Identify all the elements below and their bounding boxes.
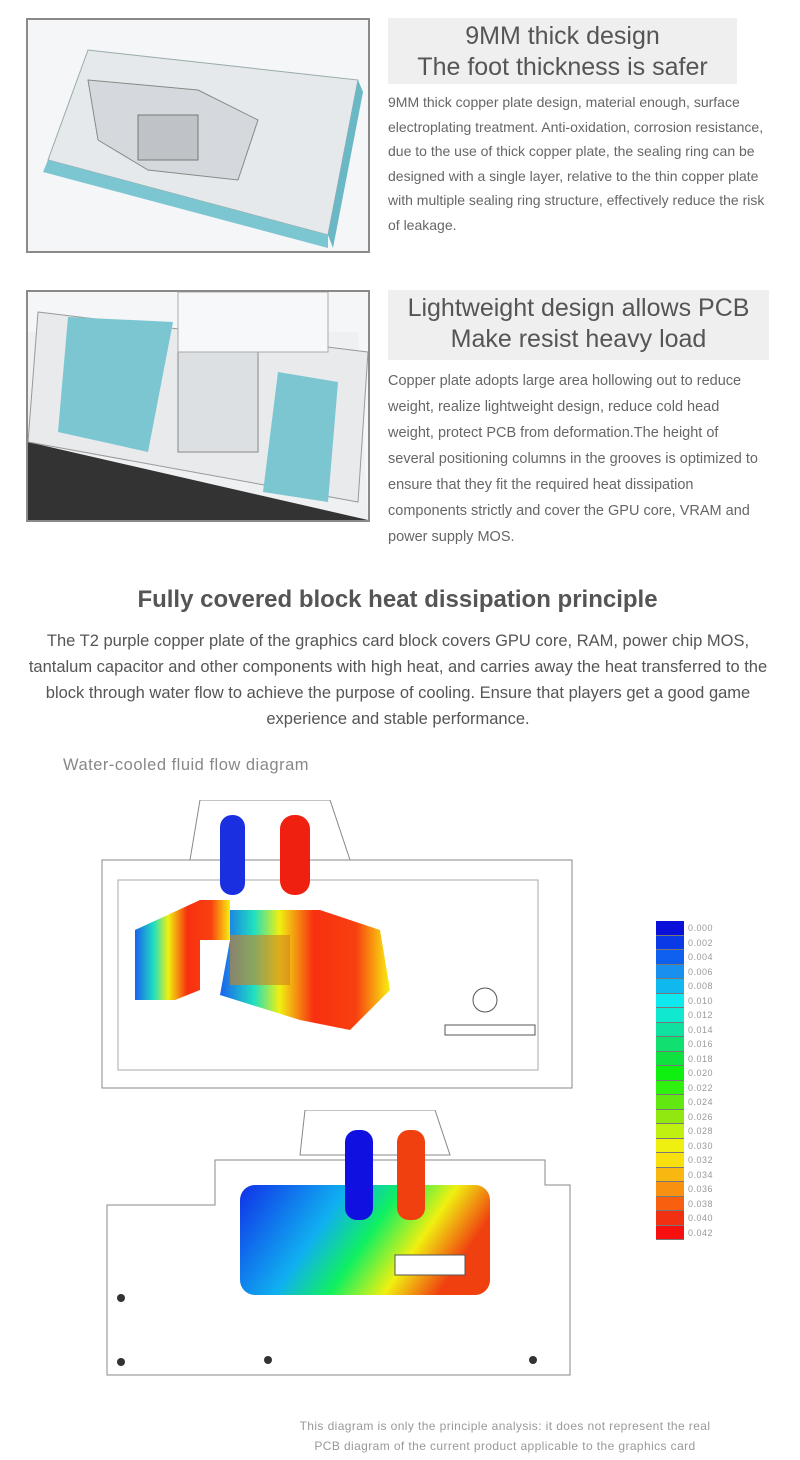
flow-diagram-top <box>101 800 573 1089</box>
legend-label: 0.024 <box>688 1097 714 1108</box>
legend-label: 0.034 <box>688 1169 714 1180</box>
legend-entry: 0.040 <box>656 1211 713 1226</box>
legend-entry: 0.028 <box>656 1124 713 1139</box>
legend-entry: 0.012 <box>656 1008 713 1023</box>
legend-entry: 0.000 <box>656 921 713 936</box>
legend-label: 0.022 <box>688 1082 714 1093</box>
legend-label: 0.014 <box>688 1024 714 1035</box>
legend-label: 0.032 <box>688 1155 714 1166</box>
section1-title-line2: The foot thickness is safer <box>417 53 708 81</box>
legend-entry: 0.022 <box>656 1080 714 1095</box>
section1-title-line1: 9MM thick design <box>465 22 660 50</box>
disclaimer-line1: This diagram is only the principle analy… <box>299 1419 711 1433</box>
legend-swatch <box>656 1211 684 1226</box>
legend-swatch <box>656 1138 684 1153</box>
legend-swatch <box>656 1225 684 1240</box>
section2-title-line1: Lightweight design allows PCB <box>407 294 750 322</box>
legend-swatch <box>656 1182 684 1197</box>
legend-label: 0.016 <box>688 1039 714 1050</box>
legend-label: 0.038 <box>688 1198 714 1209</box>
legend-entry: 0.024 <box>656 1095 713 1110</box>
legend-entry: 0.026 <box>656 1109 714 1124</box>
legend-entry: 0.034 <box>656 1167 714 1182</box>
legend-swatch <box>656 1008 684 1023</box>
principle-heading: Fully covered block heat dissipation pri… <box>137 586 658 613</box>
legend-label: 0.010 <box>688 995 714 1006</box>
legend-label: 0.040 <box>688 1213 714 1224</box>
legend-entry: 0.018 <box>656 1051 714 1066</box>
legend-swatch <box>656 1124 684 1139</box>
copper-plate-photo <box>26 18 370 253</box>
legend-label: 0.008 <box>688 981 714 992</box>
velocity-color-legend: 0.000 0.002 0.004 0.006 0.008 0.010 0.012 0.014… <box>656 921 713 1240</box>
legend-swatch <box>656 950 684 965</box>
diagram-disclaimer: This diagram is only the principle analy… <box>220 1416 790 1456</box>
legend-swatch <box>656 979 684 994</box>
legend-entry: 0.036 <box>656 1182 713 1197</box>
disclaimer-line2: PCB diagram of the current product appli… <box>314 1439 696 1453</box>
legend-entry: 0.016 <box>656 1037 713 1052</box>
flow-diagram-bottom <box>106 1110 571 1376</box>
legend-swatch <box>656 1109 684 1124</box>
legend-label: 0.006 <box>688 966 714 977</box>
legend-label: 0.028 <box>688 1126 714 1137</box>
section1-body: 9MM thick copper plate design, material … <box>388 94 765 233</box>
legend-entry: 0.020 <box>656 1066 713 1081</box>
legend-entry: 0.006 <box>656 964 714 979</box>
legend-label: 0.042 <box>688 1227 714 1238</box>
legend-entry: 0.002 <box>656 935 714 950</box>
legend-swatch <box>656 993 684 1008</box>
section2-title-line2: Make resist heavy load <box>450 325 707 353</box>
section2-body: Copper plate adopts large area hollowing… <box>388 373 758 545</box>
section1-title: 9MM thick design The foot thickness is s… <box>388 18 737 84</box>
legend-swatch <box>656 921 684 936</box>
legend-label: 0.030 <box>688 1140 714 1151</box>
legend-label: 0.000 <box>688 923 714 934</box>
legend-entry: 0.008 <box>656 979 713 994</box>
legend-label: 0.036 <box>688 1184 714 1195</box>
legend-entry: 0.032 <box>656 1153 713 1168</box>
diagram-caption: Water-cooled fluid flow diagram <box>63 756 309 774</box>
legend-label: 0.002 <box>688 937 714 948</box>
legend-label: 0.020 <box>688 1068 714 1079</box>
legend-label: 0.018 <box>688 1053 714 1064</box>
legend-entry: 0.014 <box>656 1022 714 1037</box>
legend-swatch <box>656 1095 684 1110</box>
legend-swatch <box>656 1080 684 1095</box>
legend-label: 0.012 <box>688 1010 714 1021</box>
legend-entry: 0.030 <box>656 1138 714 1153</box>
section2-title: Lightweight design allows PCB Make resis… <box>388 290 769 360</box>
lightweight-plate-photo <box>26 290 370 522</box>
legend-swatch <box>656 964 684 979</box>
legend-swatch <box>656 935 684 950</box>
legend-label: 0.004 <box>688 952 714 963</box>
legend-entry: 0.010 <box>656 993 714 1008</box>
legend-swatch <box>656 1051 684 1066</box>
legend-swatch <box>656 1167 684 1182</box>
legend-entry: 0.004 <box>656 950 713 965</box>
legend-swatch <box>656 1037 684 1052</box>
legend-swatch <box>656 1022 684 1037</box>
legend-entry: 0.042 <box>656 1225 714 1240</box>
principle-body: The T2 purple copper plate of the graphi… <box>28 632 768 728</box>
legend-entry: 0.038 <box>656 1196 714 1211</box>
legend-label: 0.026 <box>688 1111 714 1122</box>
legend-swatch <box>656 1196 684 1211</box>
legend-swatch <box>656 1066 684 1081</box>
legend-swatch <box>656 1153 684 1168</box>
